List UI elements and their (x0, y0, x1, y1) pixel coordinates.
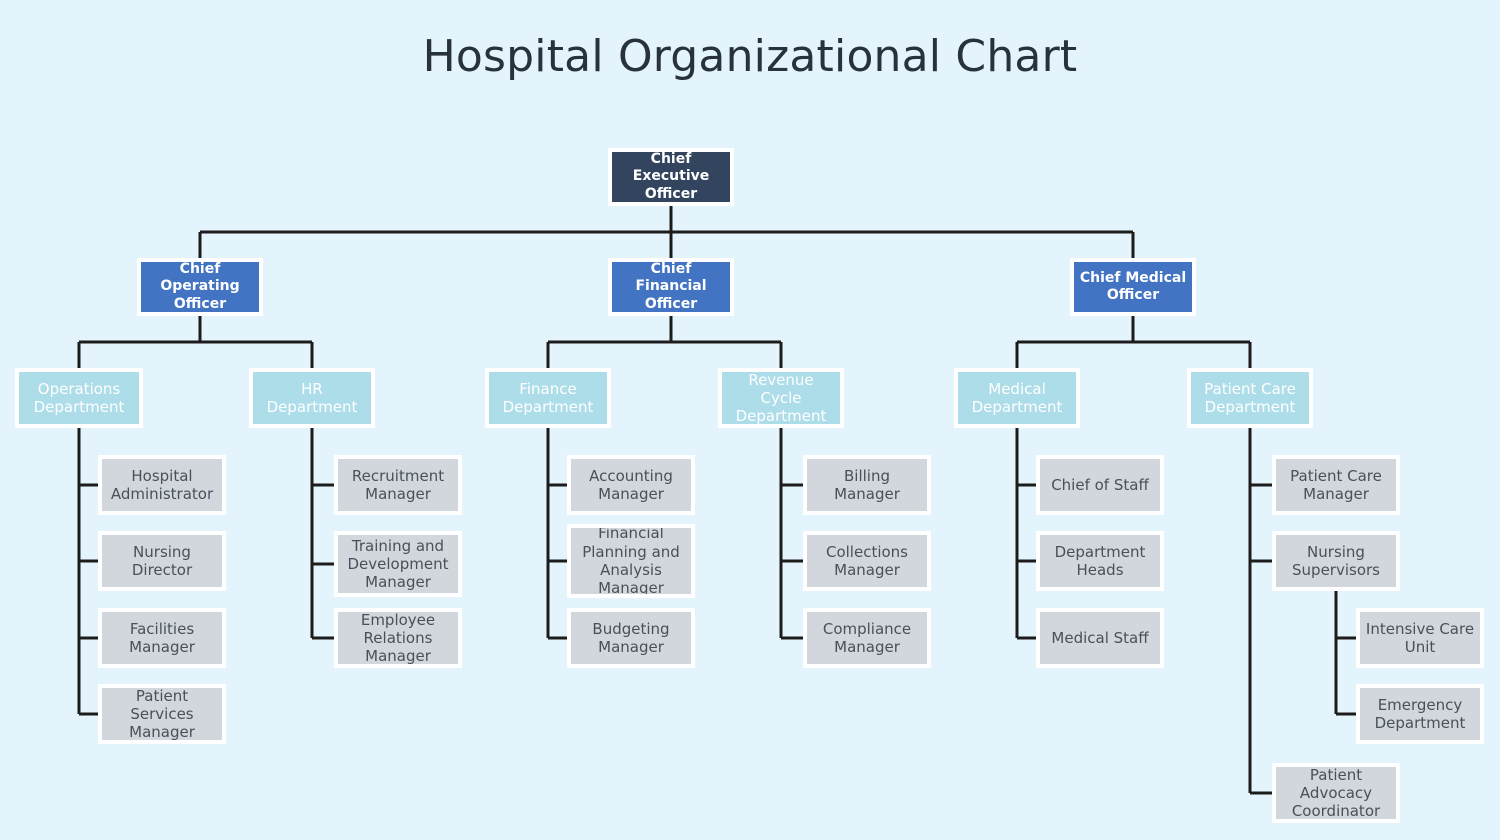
org-node-label: Chief Medical Officer (1079, 269, 1187, 303)
org-node-r20[interactable]: Emergency Department (1356, 684, 1484, 744)
org-node-label: Operations Department (33, 379, 125, 416)
org-node-label: Collections Manager (825, 542, 908, 579)
org-node-label: Recruitment Manager (351, 466, 445, 503)
org-node-r4[interactable]: Patient Services Manager (98, 684, 226, 744)
org-node-label: Patient Care Manager (1290, 466, 1382, 503)
org-node-r18[interactable]: Nursing Supervisors (1272, 531, 1400, 591)
org-node-r14[interactable]: Chief of Staff (1036, 455, 1164, 515)
org-node-label: Medical Staff (1051, 628, 1149, 647)
org-node-label: Nursing Director (131, 542, 193, 579)
org-node-label: Employee Relations Manager (360, 610, 436, 666)
org-node-label: Intensive Care Unit (1365, 619, 1475, 656)
org-node-label: Chief Financial Officer (635, 261, 707, 312)
org-node-r9[interactable]: Financial Planning and Analysis Manager (567, 524, 695, 598)
org-node-hr[interactable]: HR Department (249, 368, 375, 428)
org-node-label: Patient Care Department (1204, 379, 1296, 416)
org-node-r6[interactable]: Training and Development Manager (334, 531, 462, 597)
org-node-label: Billing Manager (834, 466, 900, 503)
org-node-r11[interactable]: Billing Manager (803, 455, 931, 515)
org-node-r2[interactable]: Nursing Director (98, 531, 226, 591)
org-node-label: Training and Development Manager (347, 536, 449, 592)
org-node-label: Chief Executive Officer (632, 151, 710, 202)
org-node-r1[interactable]: Hospital Administrator (98, 455, 226, 515)
org-node-r17[interactable]: Patient Care Manager (1272, 455, 1400, 515)
org-node-label: Hospital Administrator (110, 466, 214, 503)
org-node-label: Revenue Cycle Department (735, 370, 827, 426)
org-node-label: Finance Department (502, 379, 594, 416)
page-title: Hospital Organizational Chart (422, 31, 1078, 82)
org-node-r10[interactable]: Budgeting Manager (567, 608, 695, 668)
org-node-r8[interactable]: Accounting Manager (567, 455, 695, 515)
org-node-coo[interactable]: Chief Operating Officer (137, 258, 263, 316)
org-node-label: Chief Operating Officer (160, 261, 240, 312)
org-node-r5[interactable]: Recruitment Manager (334, 455, 462, 515)
org-node-label: Medical Department (971, 379, 1063, 416)
org-node-r13[interactable]: Compliance Manager (803, 608, 931, 668)
org-node-pc[interactable]: Patient Care Department (1187, 368, 1313, 428)
org-node-label: Patient Advocacy Coordinator (1291, 765, 1381, 821)
org-node-ops[interactable]: Operations Department (15, 368, 143, 428)
org-node-label: Compliance Manager (822, 619, 912, 656)
org-node-label: Financial Planning and Analysis Manager (582, 524, 680, 598)
org-node-label: Nursing Supervisors (1292, 542, 1380, 579)
org-node-label: Facilities Manager (129, 619, 195, 656)
org-node-label: Chief of Staff (1051, 475, 1149, 494)
org-node-cmo[interactable]: Chief Medical Officer (1070, 258, 1196, 316)
org-node-r19[interactable]: Intensive Care Unit (1356, 608, 1484, 668)
org-node-rev[interactable]: Revenue Cycle Department (718, 368, 844, 428)
org-node-ceo[interactable]: Chief Executive Officer (608, 148, 734, 206)
org-node-label: Accounting Manager (589, 466, 673, 503)
org-node-r3[interactable]: Facilities Manager (98, 608, 226, 668)
org-node-fin[interactable]: Finance Department (485, 368, 611, 428)
org-node-cfo[interactable]: Chief Financial Officer (608, 258, 734, 316)
org-node-r12[interactable]: Collections Manager (803, 531, 931, 591)
org-node-label: Department Heads (1054, 542, 1146, 579)
org-node-label: Budgeting Manager (592, 619, 670, 656)
org-node-r16[interactable]: Medical Staff (1036, 608, 1164, 668)
org-node-label: HR Department (266, 379, 358, 416)
org-node-r7[interactable]: Employee Relations Manager (334, 608, 462, 668)
org-node-r15[interactable]: Department Heads (1036, 531, 1164, 591)
org-node-r21[interactable]: Patient Advocacy Coordinator (1272, 763, 1400, 823)
org-node-med[interactable]: Medical Department (954, 368, 1080, 428)
org-node-label: Emergency Department (1374, 695, 1466, 732)
org-node-label: Patient Services Manager (129, 686, 195, 742)
